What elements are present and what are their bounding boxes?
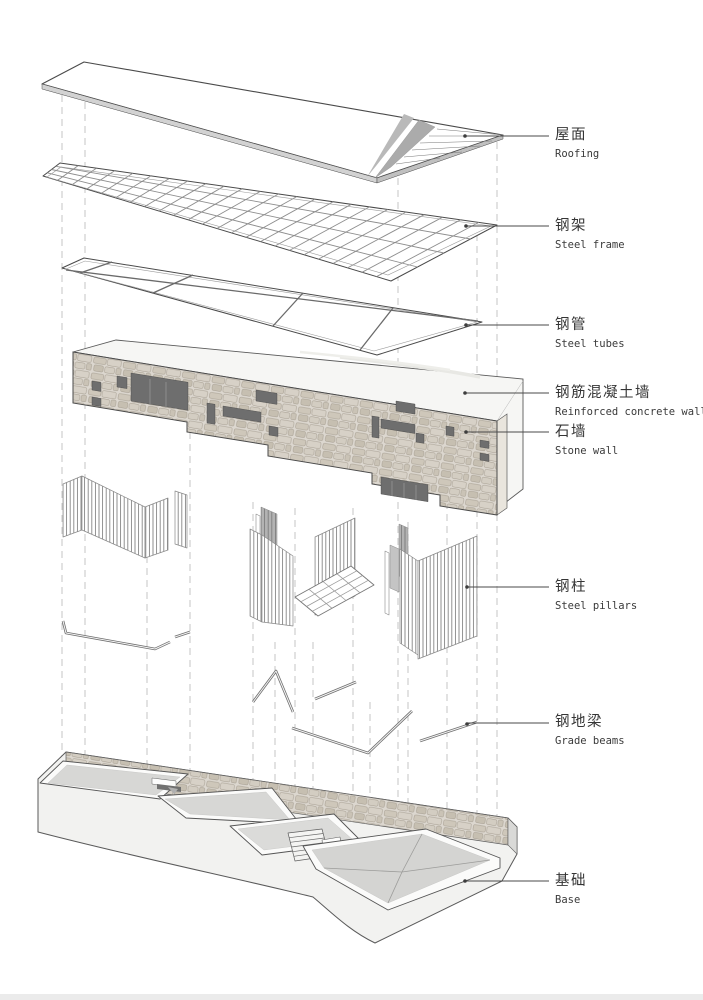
label-steel-frame: 钢架 Steel frame <box>555 217 625 252</box>
label-stone-wall-en: Stone wall <box>555 445 619 457</box>
pillar-grid-platform <box>294 565 375 617</box>
label-base-cn: 基础 <box>555 873 587 889</box>
label-steel-pillars: 钢柱 Steel pillars <box>555 578 637 613</box>
label-base: 基础 Base <box>555 872 587 907</box>
label-base-en: Base <box>555 894 581 906</box>
label-concrete-wall: 钢筋混凝土墙 Reinforced concrete wall <box>555 384 703 419</box>
label-roofing-cn: 屋面 <box>555 127 587 143</box>
label-steel-pillars-en: Steel pillars <box>555 600 638 612</box>
page-bottom-band <box>0 994 703 1000</box>
roof-chevron <box>374 119 436 179</box>
label-steel-tubes: 钢管 Steel tubes <box>555 316 625 351</box>
terrace-2 <box>157 787 301 825</box>
label-roofing-en: Roofing <box>555 148 600 160</box>
label-stone-wall-cn: 石墙 <box>555 424 587 440</box>
label-steel-frame-cn: 钢架 <box>555 218 587 234</box>
label-grade-beams-cn: 钢地梁 <box>555 714 603 730</box>
label-steel-frame-en: Steel frame <box>555 239 625 251</box>
steel-frame-grid <box>47 165 480 277</box>
roofing-layer <box>41 61 504 184</box>
terrace-4 <box>302 828 501 911</box>
label-stone-wall: 石墙 Stone wall <box>555 423 618 458</box>
roof-edge-stripe <box>367 114 414 177</box>
steel-tubes-layer <box>61 257 483 356</box>
label-grade-beams: 钢地梁 Grade beams <box>555 713 625 748</box>
terrace-1 <box>39 760 189 800</box>
opening-mullions <box>149 379 417 500</box>
wall-layer <box>72 339 524 516</box>
label-steel-tubes-en: Steel tubes <box>555 338 625 350</box>
leader-lines <box>463 134 549 883</box>
label-concrete-wall-en: Reinforced concrete wall <box>555 406 703 418</box>
label-concrete-wall-cn: 钢筋混凝土墙 <box>555 385 651 401</box>
tube-struts <box>65 261 479 351</box>
stone-wall-side <box>496 413 508 516</box>
label-grade-beams-en: Grade beams <box>555 735 625 747</box>
steel-frame-layer <box>42 162 498 282</box>
steel-pillars-layer <box>62 475 478 660</box>
grade-beams-layer <box>61 620 478 755</box>
base-layer <box>37 751 518 944</box>
label-roofing: 屋面 Roofing <box>555 126 599 161</box>
label-steel-tubes-cn: 钢管 <box>555 317 587 333</box>
label-steel-pillars-cn: 钢柱 <box>555 579 587 595</box>
